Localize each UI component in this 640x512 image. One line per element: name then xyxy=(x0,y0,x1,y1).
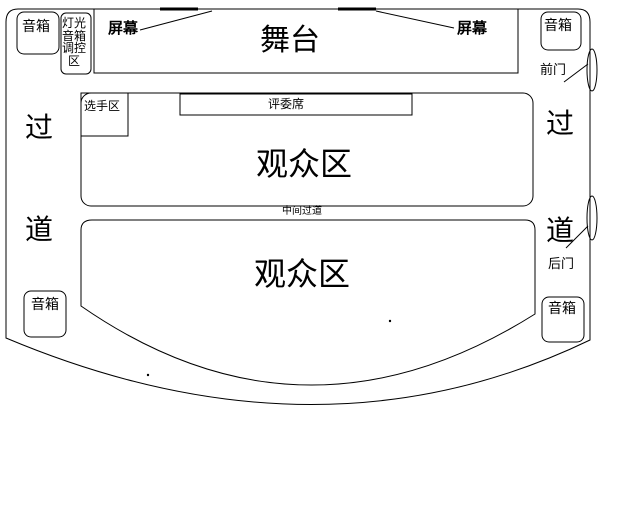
screen-label-right: 屏幕 xyxy=(457,19,488,37)
aisle-left-bottom-char: 道 xyxy=(25,213,54,246)
judges-seats-label: 评委席 xyxy=(268,97,305,111)
speaker-box-bottom-left xyxy=(23,290,67,338)
speaker-label-top-right: 音箱 xyxy=(544,18,572,34)
front-door-label: 前门 xyxy=(540,63,567,78)
back-door xyxy=(586,195,598,241)
back-audience-zone xyxy=(80,219,536,386)
audience-back-label: 观众区 xyxy=(254,255,351,293)
judges-table xyxy=(179,93,413,116)
screen-label-left: 屏幕 xyxy=(108,19,139,37)
screen-pointer-right xyxy=(375,10,455,29)
speaker-label-top-left: 音箱 xyxy=(22,19,50,35)
back-door-label: 后门 xyxy=(548,257,575,272)
contestant-area-label: 选手区 xyxy=(84,99,121,113)
speaker-box-bottom-right xyxy=(541,296,585,343)
stage-area xyxy=(93,8,519,74)
middle-aisle-label: 中间过道 xyxy=(282,206,322,217)
screen-pointer-left xyxy=(139,10,213,31)
front-audience-zone xyxy=(80,92,534,207)
control-area-box xyxy=(60,12,92,75)
speaker-label-bottom-left: 音箱 xyxy=(31,297,59,313)
front-door xyxy=(586,48,598,92)
speaker-box-top-left xyxy=(16,11,60,55)
contestant-zone xyxy=(80,92,129,137)
audience-front-label: 观众区 xyxy=(256,145,353,183)
speaker-label-bottom-right: 音箱 xyxy=(548,301,576,317)
aisle-left-top-char: 过 xyxy=(25,111,54,144)
speaker-box-top-right xyxy=(540,11,582,51)
control-area-label: 灯光音箱调控区 xyxy=(62,16,87,68)
aisle-right-bottom-char: 道 xyxy=(546,214,575,247)
aisle-right-top-char: 过 xyxy=(546,107,575,140)
stray-dot-1 xyxy=(146,373,150,377)
front-door-pointer xyxy=(563,63,589,83)
stray-dot-2 xyxy=(388,319,392,323)
stage-label: 舞台 xyxy=(260,23,320,58)
back-door-pointer xyxy=(565,225,589,249)
hall-outline xyxy=(5,8,591,405)
